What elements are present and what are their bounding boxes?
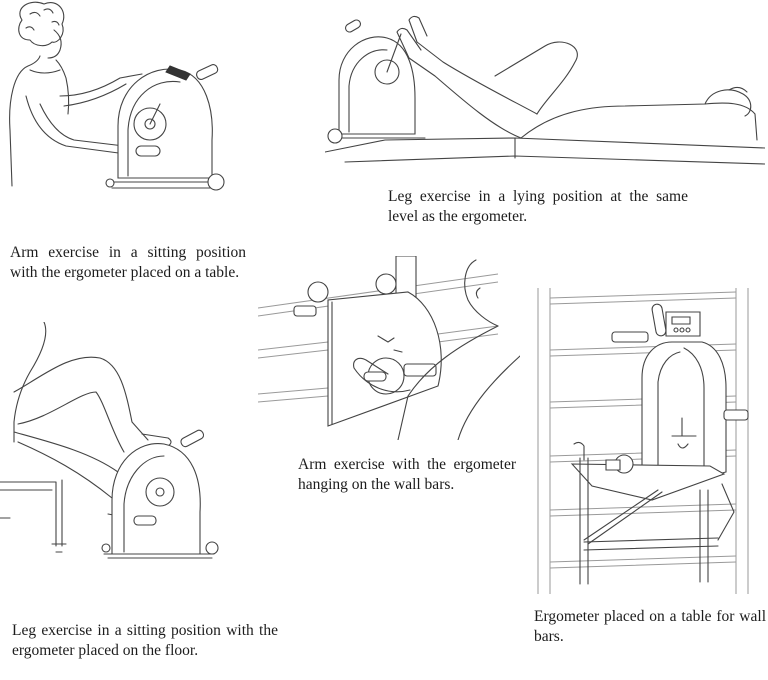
ergometer-wallbar-table-icon [532,288,758,594]
caption-arm-sitting-table: Arm exercise in a sitting position with … [10,244,246,281]
lying-leg-ergometer-icon [325,2,765,180]
caption-arm-wall-bars: Arm exercise with the ergometer hanging … [298,456,516,493]
caption-table-wall-bars: Ergometer placed on a table for wall bar… [534,608,766,645]
man-arm-ergometer-wallbars-icon [258,256,520,440]
sitting-leg-ergometer-floor-icon [0,322,240,572]
caption-leg-lying: Leg exercise in a lying position at the … [388,188,688,225]
caption-leg-sitting-floor: Leg exercise in a sitting position with … [12,622,278,659]
woman-arm-ergometer-table-icon [0,0,240,200]
